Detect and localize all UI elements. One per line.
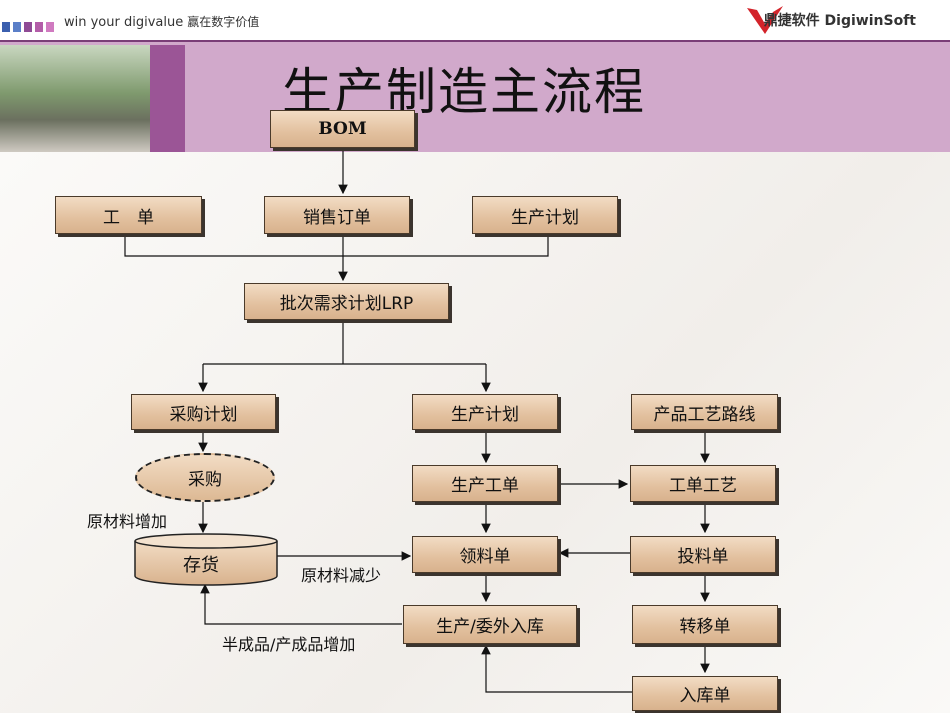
node-transfer: 转移单 [632,605,778,644]
label-material-decrease: 原材料减少 [301,566,382,585]
node-work-order-process: 工单工艺 [630,465,776,502]
logo-square [2,22,10,32]
header-photo [0,45,150,152]
node-purchase-plan: 采购计划 [131,394,276,430]
node-lrp: 批次需求计划LRP [244,283,449,320]
node-process-route: 产品工艺路线 [631,394,778,430]
label-semi-finished-increase: 半成品/产成品增加 [222,635,356,654]
node-bom: BOM [270,110,415,148]
slogan-cn: 赢在数字价值 [187,15,260,29]
node-material-feeding: 投料单 [630,536,776,573]
node-inbound-slip: 入库单 [632,676,778,711]
node-inventory-shape [134,533,278,586]
node-sales-order: 销售订单 [264,196,410,234]
node-production-work-order: 生产工单 [412,465,558,502]
slogan-en: win your digivalue [64,15,184,30]
node-production-plan: 生产计划 [412,394,558,430]
node-purchase: 采购 [135,453,275,502]
node-production-plan-top: 生产计划 [472,196,618,234]
node-inventory: 存货 [183,555,219,576]
header-photo-bar [150,45,185,152]
node-work-order: 工 单 [55,196,202,234]
node-production-inbound: 生产/委外入库 [403,605,577,644]
brand-logo-icon [747,6,783,34]
logo-square [24,22,32,32]
node-material-requisition: 领料单 [412,536,558,573]
logo-squares [2,17,57,32]
logo-square [13,22,21,32]
logo-square [46,22,54,32]
label-material-increase: 原材料增加 [87,512,168,531]
logo-square [35,22,43,32]
brand-name: 鼎捷软件 DigiwinSoft [763,13,916,29]
